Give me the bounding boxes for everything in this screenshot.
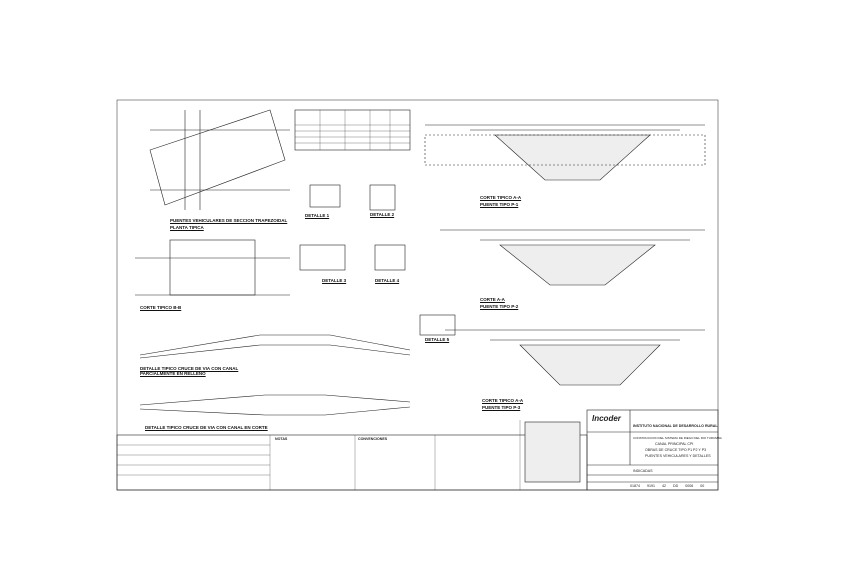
planta-subtitle: PLANTA TIPICA xyxy=(170,225,204,230)
code: 0006 xyxy=(685,484,694,488)
drawing-line-1: CANAL PRINCIPAL CPI xyxy=(655,442,694,446)
code: 01874 xyxy=(630,484,640,488)
detalle-3-label: DETALLE 3 xyxy=(322,278,347,283)
corte-p1-sub: PUENTE TIPO P-1 xyxy=(480,202,519,207)
corte-bb-label: CORTE TIPICO B-B xyxy=(140,305,182,310)
cruce-corte-label: DETALLE TIPICO CRUCE DE VIA CON CANAL EN… xyxy=(145,425,268,430)
drawing-line-2: OBRAS DE CRUCE TIPO P1 P2 Y P3 xyxy=(645,448,707,452)
detalle-5-label: DETALLE 5 xyxy=(425,337,450,342)
project-name: CONSTRUCCION DEL SISTEMA DE RIEGO DEL RI… xyxy=(633,436,722,440)
detalle-2-label: DETALLE 2 xyxy=(370,212,395,217)
institute-name: INSTITUTO NACIONAL DE DESARROLLO RURAL xyxy=(633,424,718,428)
corte-p2-label: CORTE A-A xyxy=(480,297,505,302)
legend-title: CONVENCIONES xyxy=(358,437,388,441)
code: 00 xyxy=(700,484,705,488)
code: 9191 xyxy=(647,484,655,488)
corte-p3-label: CORTE TIPICO A-A xyxy=(482,398,524,403)
corte-p2-sub: PUENTE TIPO P-2 xyxy=(480,304,519,309)
detalle-1-label: DETALLE 1 xyxy=(305,213,330,218)
planta-title: PUENTES VEHICULARES DE SECCION TRAPEZOID… xyxy=(170,218,288,223)
cruce-relleno-label: DETALLE TIPICO CRUCE DE VIA CON CANAL PA… xyxy=(140,366,239,376)
code: 42 xyxy=(662,484,666,488)
drawing-line-3: PUENTES VEHICULARES Y DETALLES xyxy=(645,454,711,458)
code: DD xyxy=(673,484,679,488)
scale-value: INDICADAS xyxy=(633,469,653,473)
corte-p3-sub: PUENTE TIPO P-3 xyxy=(482,405,521,410)
incoder-logo: Incoder xyxy=(592,414,621,423)
corte-p1-label: CORTE TIPICO A-A xyxy=(480,195,522,200)
drawing-codes: 01874 9191 42 DD 0006 00 xyxy=(630,484,704,488)
detalle-4-label: DETALLE 4 xyxy=(375,278,400,283)
notes-title: NOTAS xyxy=(275,437,288,441)
